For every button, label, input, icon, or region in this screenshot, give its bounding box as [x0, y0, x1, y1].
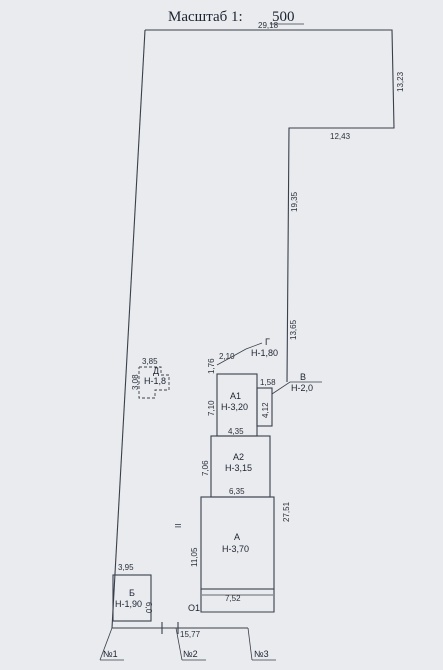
building-b-dim-top: 3,95 — [118, 563, 134, 572]
building-a2-height: Н-3,15 — [225, 463, 252, 473]
building-a2-name: А2 — [233, 452, 244, 462]
point-3-leader — [247, 627, 253, 661]
building-a1-dim-upper-left: 1,76 — [207, 358, 216, 374]
building-d-height: Н-1,8 — [144, 376, 166, 386]
marker-g-leader — [216, 342, 263, 366]
dim-right-mid: 19,35 — [290, 191, 299, 212]
building-a-height: Н-3,70 — [222, 544, 249, 554]
building-a1-name: А1 — [230, 391, 241, 401]
building-a1-dim-corner: 1,58 — [260, 378, 276, 387]
building-b-height: Н-1,90 — [115, 599, 142, 609]
building-a1-dim-left: 7,10 — [207, 400, 216, 416]
marker-v-height: Н-2,0 — [291, 383, 313, 393]
building-a — [200, 496, 275, 590]
point-2-label: №2 — [183, 649, 198, 659]
marker-g-height: Н-1,80 — [251, 348, 278, 358]
site-boundary-top-right — [145, 29, 395, 383]
building-a1-dim-top: 2,10 — [219, 352, 235, 361]
building-a-name: А — [234, 532, 240, 542]
building-a-lower-wall — [200, 589, 275, 613]
dim-bottom: 15,77 — [180, 630, 201, 639]
point-1-label: №1 — [103, 649, 118, 659]
marker-v-name: В — [300, 372, 306, 382]
building-a1-height: Н-3,20 — [221, 402, 248, 412]
building-b-dim-right: 6,0 — [144, 602, 153, 614]
point-3-label: №3 — [254, 649, 269, 659]
building-b-name: Б — [129, 588, 135, 598]
building-a-dim-top: 6,35 — [229, 487, 245, 496]
site-boundary-left — [111, 29, 146, 629]
roman-mark: II — [174, 524, 183, 528]
building-d-dim-left: 3,08 — [131, 374, 140, 390]
building-d-name: Д — [153, 366, 159, 376]
fence-mark: О1 — [188, 603, 200, 613]
building-a-dim-right: 27,51 — [282, 501, 291, 522]
building-d-dim-top: 3,85 — [142, 357, 158, 366]
marker-g-name: Г — [265, 337, 270, 347]
building-b — [112, 574, 152, 622]
scale-value: 500 — [272, 9, 295, 25]
building-a1-annex — [256, 387, 273, 427]
point-1-leader — [99, 627, 113, 661]
building-d — [138, 366, 170, 399]
building-a1-dim-right: 4,12 — [261, 402, 270, 418]
scale-label: Масштаб 1: — [168, 9, 243, 25]
building-a2-dim-left: 7,06 — [201, 460, 210, 476]
building-a-dim-bottom: 7,52 — [225, 594, 241, 603]
dim-right-upper: 13,23 — [396, 71, 405, 92]
dim-right-lower: 13,65 — [289, 319, 298, 340]
building-a-dim-left: 11,05 — [190, 547, 199, 567]
dim-top: 29,18 — [258, 21, 279, 30]
building-a2-dim-top: 4,35 — [228, 427, 244, 436]
marker-v-leader — [271, 381, 322, 395]
point-2-leader — [175, 627, 183, 661]
dim-step: 12,43 — [330, 132, 351, 141]
